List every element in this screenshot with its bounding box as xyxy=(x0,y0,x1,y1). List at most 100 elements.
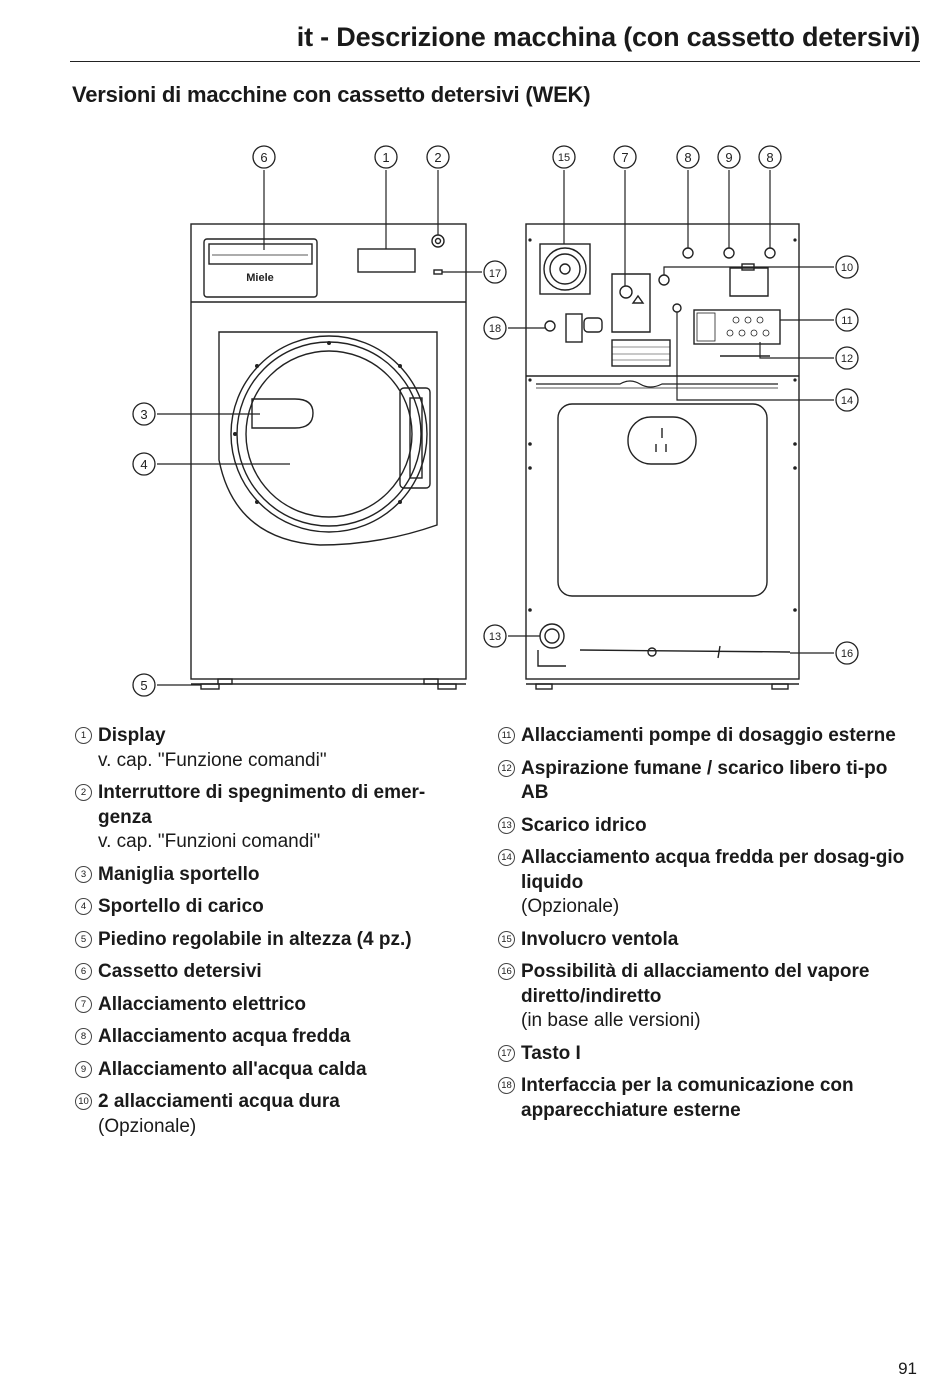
legend-number: 7 xyxy=(75,995,92,1013)
rear-service-panel xyxy=(557,403,768,597)
legend-note: v. cap. "Funzioni comandi" xyxy=(98,831,321,852)
legend-note: (in base alle versioni) xyxy=(521,1010,701,1031)
door-handle xyxy=(251,398,314,429)
dosing-pump-connections xyxy=(693,309,781,345)
legend-number: 2 xyxy=(75,784,92,801)
legend-number: 8 xyxy=(75,1028,92,1045)
detergent-drawer xyxy=(203,238,318,298)
legend-number: 10 xyxy=(75,1093,92,1110)
legend-number: 18 xyxy=(498,1077,515,1094)
callout-5-number: 5 xyxy=(140,678,147,693)
legend-item: 13 Scarico idrico xyxy=(497,814,917,839)
legend-number: 13 xyxy=(498,816,515,834)
machine-diagram: Miele 6 1 2 17 3 4 5 15 7 8 9 8 10 11 12… xyxy=(132,145,859,697)
callout-1 xyxy=(374,145,398,169)
legend-label: Cassetto detersivi xyxy=(98,961,262,982)
legend-label: Interfaccia per la comunicazione con app… xyxy=(521,1075,854,1121)
legend-number: 14 xyxy=(498,849,515,866)
legend-label: Tasto I xyxy=(521,1042,581,1064)
section-title: Versioni di macchine con cassetto deters… xyxy=(72,82,591,107)
callout-8b-number: 8 xyxy=(766,150,773,165)
cold-water-inlet xyxy=(682,247,694,259)
rear-view xyxy=(525,223,800,690)
callout-6-number: 6 xyxy=(260,150,267,165)
callout-8b xyxy=(758,145,782,169)
legend-number: 6 xyxy=(75,963,92,980)
callout-9 xyxy=(717,145,741,169)
water-drain xyxy=(539,623,565,649)
legend-number: 5 xyxy=(75,930,92,948)
callout-6 xyxy=(252,145,276,169)
legend-item: 3 Maniglia sportello xyxy=(74,863,474,888)
legend-label: Allacciamento all'acqua calda xyxy=(98,1058,367,1080)
brand-logo: Miele xyxy=(246,272,274,284)
legend-number: 9 xyxy=(75,1060,92,1078)
legend-label: Display xyxy=(98,725,166,746)
callout-8a-number: 8 xyxy=(684,150,691,165)
callout-5 xyxy=(132,673,156,697)
legend-item: 16 Possibilità di allacciamento del vapor… xyxy=(497,960,917,1034)
steam-connection xyxy=(579,649,791,653)
callout-13-number: 13 xyxy=(489,631,501,643)
callout-16-number: 16 xyxy=(841,648,853,660)
callout-4 xyxy=(132,452,156,476)
callout-1-number: 1 xyxy=(382,150,389,165)
callout-7 xyxy=(613,145,637,169)
callout-18-number: 18 xyxy=(489,323,501,335)
legend-number: 1 xyxy=(75,727,92,744)
legend-item: 2 Interruttore di spegnimento di emer-gen… xyxy=(74,781,474,855)
legend-label: Aspirazione fumane / scarico libero ti-p… xyxy=(521,757,888,804)
callout-17 xyxy=(483,260,507,284)
interface-port xyxy=(544,320,556,332)
callout-12-number: 12 xyxy=(841,353,853,365)
legend-label: Scarico idrico xyxy=(521,814,647,836)
legend-item: 10 2 allacciamenti acqua dura (Opzionale) xyxy=(74,1090,474,1139)
fan-housing xyxy=(539,243,591,295)
legend-label: Maniglia sportello xyxy=(98,863,260,885)
legend-item: 6 Cassetto detersivi xyxy=(74,960,474,985)
callout-11 xyxy=(835,308,859,332)
callout-3-number: 3 xyxy=(140,407,147,422)
legend-item: 14 Allacciamento acqua fredda per dosag-g… xyxy=(497,846,917,920)
legend-label: Allacciamento acqua fredda per dosag-gio… xyxy=(521,847,905,893)
legend-item: 7 Allacciamento elettrico xyxy=(74,993,474,1018)
callout-10-number: 10 xyxy=(841,262,853,274)
legend-note: (Opzionale) xyxy=(98,1115,197,1137)
display-panel xyxy=(357,248,416,273)
callout-11-number: 11 xyxy=(841,315,852,327)
legend-label: Allacciamento elettrico xyxy=(98,993,307,1015)
legend-number: 16 xyxy=(498,963,515,980)
legend-label: Involucro ventola xyxy=(521,928,679,950)
callout-3 xyxy=(132,402,156,426)
callout-10 xyxy=(835,255,859,279)
legend-number: 17 xyxy=(498,1044,515,1062)
legend-number: 3 xyxy=(75,865,92,883)
legend-number: 12 xyxy=(498,759,515,777)
legend-item: 18 Interfaccia per la comunicazione con a… xyxy=(497,1074,917,1123)
callout-16 xyxy=(835,641,859,665)
callout-7-number: 7 xyxy=(621,150,628,165)
callout-9-number: 9 xyxy=(725,150,732,165)
legend-label: Possibilità di allacciamento del vapore … xyxy=(521,961,870,1007)
callout-14 xyxy=(835,388,859,412)
callout-4-number: 4 xyxy=(140,457,147,472)
legend-label: 2 allacciamenti acqua dura xyxy=(98,1091,340,1112)
hot-water-inlet xyxy=(723,247,735,259)
legend-number: 15 xyxy=(498,930,515,948)
legend-label: Interruttore di spegnimento di emer-genz… xyxy=(98,782,426,828)
callout-14-number: 14 xyxy=(841,395,853,407)
page-header-title: it - Descrizione macchina (con cassetto … xyxy=(296,22,920,52)
legend-item: 17 Tasto I xyxy=(497,1042,917,1067)
callout-15-number: 15 xyxy=(558,152,570,164)
legend-item: 8 Allacciamento acqua fredda xyxy=(74,1025,474,1050)
electrical-connection xyxy=(611,273,651,333)
legend-number: 11 xyxy=(498,727,515,744)
legend-label: Allacciamento acqua fredda xyxy=(98,1026,351,1047)
emergency-switch xyxy=(431,234,445,248)
